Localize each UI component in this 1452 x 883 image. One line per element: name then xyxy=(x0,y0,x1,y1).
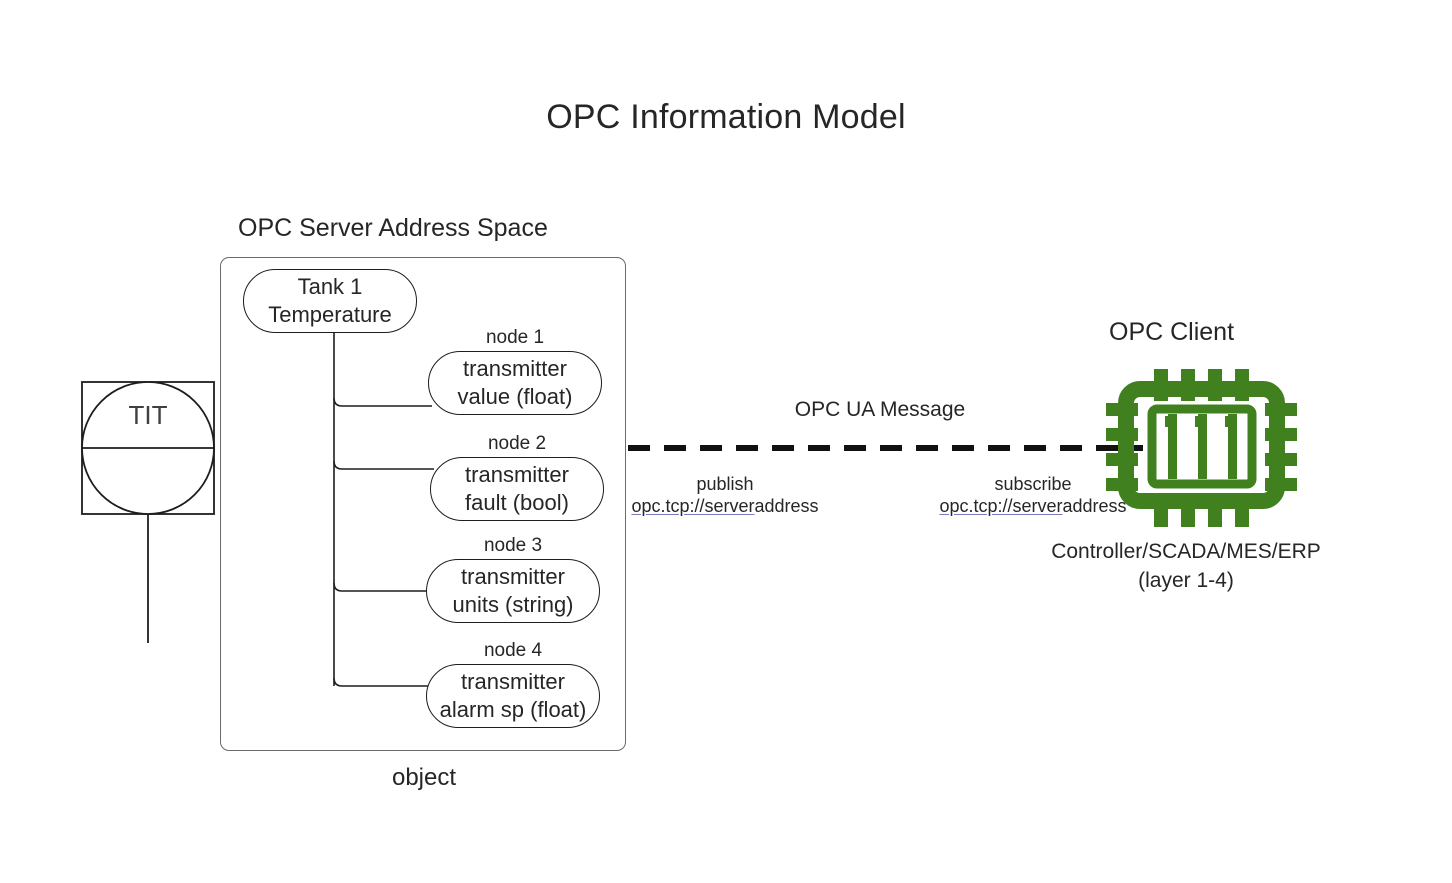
node-variable-value[interactable]: transmitter value (float) xyxy=(428,351,602,415)
client-subtitle: Controller/SCADA/MES/ERP (layer 1-4) xyxy=(1000,537,1372,595)
node-line1: transmitter xyxy=(463,356,567,381)
node-line2: fault (bool) xyxy=(465,490,569,515)
node-label: node 3 xyxy=(483,535,543,556)
subscribe-url: opc.tcp://serveraddress xyxy=(933,495,1133,517)
root-node-line2: Temperature xyxy=(268,302,392,327)
opc-client-caption: OPC Client xyxy=(1109,318,1235,346)
server-address-space-caption: OPC Server Address Space xyxy=(238,214,548,242)
address-space-container xyxy=(220,257,626,751)
client-subtitle-line2: (layer 1-4) xyxy=(1138,569,1234,592)
node-label: node 1 xyxy=(485,327,545,348)
client-subtitle-line1: Controller/SCADA/MES/ERP xyxy=(1051,540,1321,563)
node-line1: transmitter xyxy=(461,669,565,694)
publish-url-plain: address xyxy=(754,496,819,516)
node-line1: transmitter xyxy=(465,462,569,487)
transmitter-tag-label: TIT xyxy=(128,400,168,430)
subscribe-url-link[interactable]: opc.tcp://server xyxy=(939,496,1063,516)
root-node-line1: Tank 1 xyxy=(297,274,363,299)
publish-verb: publish xyxy=(696,474,754,494)
subscribe-verb: subscribe xyxy=(994,474,1072,494)
node-line2: alarm sp (float) xyxy=(439,697,587,722)
subscribe-endpoint: subscribe opc.tcp://serveraddress xyxy=(933,473,1133,517)
publish-url: opc.tcp://serveraddress xyxy=(625,495,825,517)
object-caption: object xyxy=(391,764,457,791)
node-label: node 4 xyxy=(483,640,543,661)
publish-url-link[interactable]: opc.tcp://server xyxy=(631,496,755,516)
node-variable-units[interactable]: transmitter units (string) xyxy=(426,559,600,623)
node-line2: value (float) xyxy=(457,384,573,409)
page-title: OPC Information Model xyxy=(546,98,906,136)
node-line1: transmitter xyxy=(461,564,565,589)
node-variable-alarm-sp[interactable]: transmitter alarm sp (float) xyxy=(426,664,600,728)
node-line2: units (string) xyxy=(452,592,574,617)
opc-ua-message-label: OPC UA Message xyxy=(794,398,966,421)
node-label: node 2 xyxy=(487,433,547,454)
node-variable-fault[interactable]: transmitter fault (bool) xyxy=(430,457,604,521)
root-object-node[interactable]: Tank 1 Temperature xyxy=(243,269,417,333)
subscribe-url-plain: address xyxy=(1062,496,1127,516)
publish-endpoint: publish opc.tcp://serveraddress xyxy=(625,473,825,517)
